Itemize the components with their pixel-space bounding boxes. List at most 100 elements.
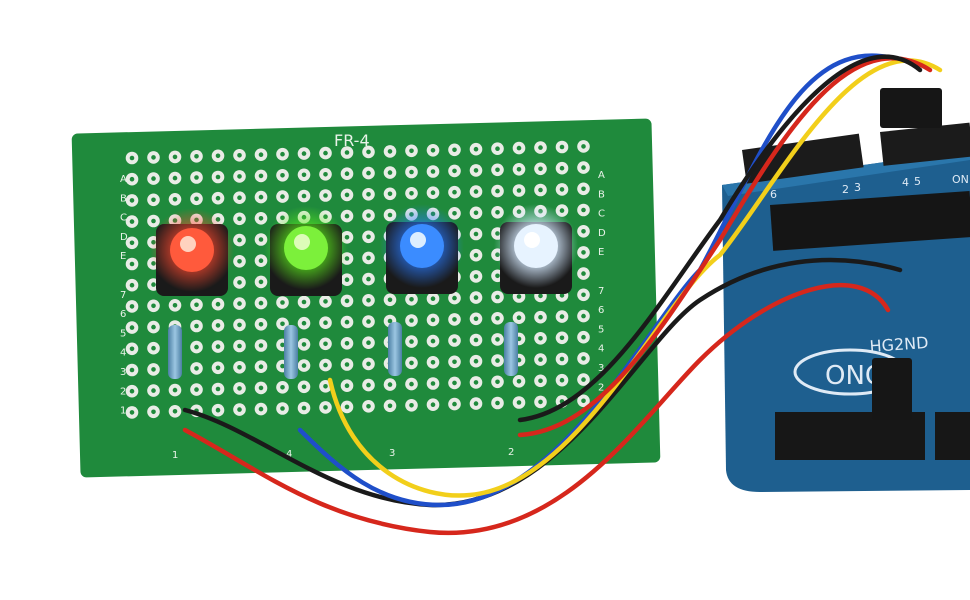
pad-hole xyxy=(280,194,285,199)
pad-hole xyxy=(258,343,264,348)
pad-hole xyxy=(430,402,436,408)
pad-hole xyxy=(151,197,156,203)
pad-hole xyxy=(280,321,285,327)
pad-hole xyxy=(430,381,436,386)
bottom-labels: 1 4 3 2 xyxy=(172,447,514,461)
row-label-left: 5 xyxy=(120,328,126,339)
pad-hole xyxy=(258,258,264,264)
pad-hole xyxy=(366,319,371,324)
pad-hole xyxy=(129,240,135,246)
pad-hole xyxy=(495,379,500,385)
pad-hole xyxy=(215,195,221,201)
pad-hole xyxy=(581,292,586,298)
pad-hole xyxy=(129,155,135,161)
pad-hole xyxy=(129,325,135,330)
pad-hole xyxy=(473,337,479,343)
pad-hole xyxy=(473,168,479,173)
row-label-right: B xyxy=(598,189,605,200)
pad-hole xyxy=(559,165,565,171)
pad-hole xyxy=(194,154,199,159)
pad-hole xyxy=(581,144,586,149)
pad-hole xyxy=(344,404,350,410)
pad-hole xyxy=(452,401,457,407)
pad-hole xyxy=(452,338,457,343)
pad-hole xyxy=(194,344,199,350)
resistors xyxy=(168,322,518,379)
pad-hole xyxy=(194,175,199,180)
pad-hole xyxy=(581,229,586,234)
pad-hole xyxy=(129,367,135,373)
pad-hole xyxy=(473,210,479,216)
wire-black-2 xyxy=(517,54,923,423)
pad-hole xyxy=(430,317,436,323)
pad-hole xyxy=(581,186,586,192)
pad-hole xyxy=(581,398,586,404)
pad-hole xyxy=(430,148,436,153)
pad-hole xyxy=(473,316,479,322)
pad-hole xyxy=(323,362,328,368)
led-button-green xyxy=(264,206,348,296)
pad-hole xyxy=(280,342,285,348)
pad-hole xyxy=(129,176,135,182)
pad-hole xyxy=(387,170,393,175)
pad-hole xyxy=(129,346,135,352)
pad-hole xyxy=(215,323,221,328)
pad-hole xyxy=(237,195,242,200)
pad-hole xyxy=(495,167,500,173)
bottom-label-1: 1 xyxy=(172,450,178,461)
pad-hole xyxy=(516,188,522,193)
pad-hole xyxy=(258,279,264,285)
board-title: FR-4 xyxy=(334,131,370,150)
pad-hole xyxy=(516,294,522,299)
pad-hole xyxy=(172,154,178,160)
row-label-left: B xyxy=(120,193,127,204)
pad-hole xyxy=(366,404,371,409)
pad-hole xyxy=(559,356,565,362)
pad-hole xyxy=(409,403,414,408)
row-label-left: E xyxy=(120,251,126,262)
pad-hole xyxy=(194,196,199,202)
pad-hole xyxy=(495,316,500,321)
pad-hole xyxy=(559,335,565,341)
pad-hole xyxy=(366,382,371,388)
pad-hole xyxy=(344,150,350,155)
pad-hole xyxy=(151,367,156,372)
row-label-left: 6 xyxy=(120,309,126,320)
pad-hole xyxy=(516,167,522,172)
pad-hole xyxy=(538,293,543,299)
pad-hole xyxy=(559,144,565,150)
pad-hole xyxy=(258,216,264,221)
pad-hole xyxy=(495,337,500,342)
row-label-right: 5 xyxy=(598,324,604,335)
pad-hole xyxy=(151,388,156,393)
pad-hole xyxy=(430,338,436,344)
pad-hole xyxy=(538,357,543,362)
led-button-red xyxy=(150,208,234,296)
pad-hole xyxy=(409,360,414,366)
pad-hole xyxy=(129,198,135,203)
row-label-left: 7 xyxy=(120,290,126,301)
pad-hole xyxy=(581,165,586,170)
pad-hole xyxy=(366,213,371,218)
pad-hole xyxy=(473,401,479,406)
pad-hole xyxy=(237,365,242,370)
pad-hole xyxy=(409,318,414,323)
pad-hole xyxy=(387,191,393,197)
arduino-pin-4: 4 xyxy=(902,176,909,189)
pad-hole xyxy=(581,207,586,213)
pad-hole xyxy=(323,172,328,177)
pad-hole xyxy=(194,387,199,392)
pad-hole xyxy=(473,189,479,194)
pad-hole xyxy=(473,274,479,279)
pad-hole xyxy=(581,250,586,255)
pad-hole xyxy=(559,377,565,383)
pad-hole xyxy=(237,343,242,349)
row-label-right: E xyxy=(598,247,604,258)
pad-hole xyxy=(387,212,393,218)
row-label-right: 3 xyxy=(598,363,604,374)
pad-hole xyxy=(473,231,479,237)
pad-hole xyxy=(237,301,242,306)
pad-hole xyxy=(473,146,479,152)
pad-hole xyxy=(344,383,350,389)
pad-hole xyxy=(366,234,371,240)
